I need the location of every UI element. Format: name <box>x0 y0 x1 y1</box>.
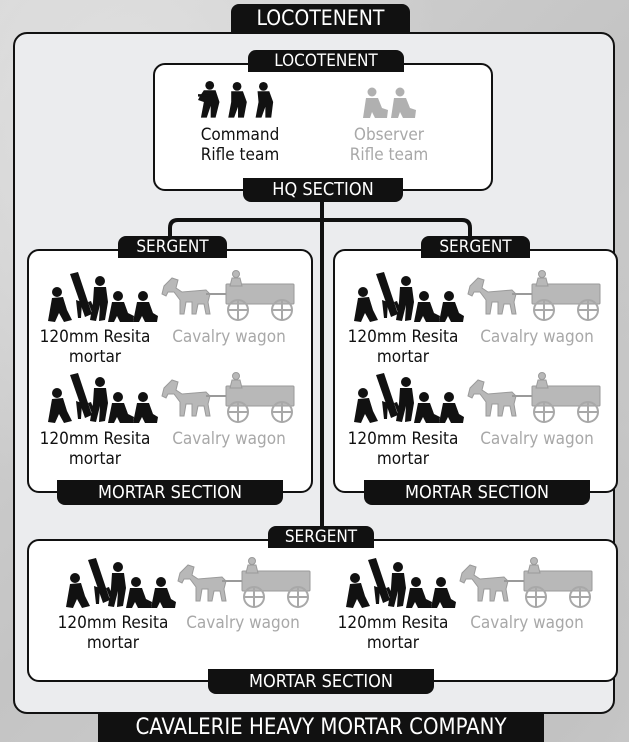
cavalry-wagon-label: Cavalry wagon <box>480 429 594 449</box>
mortar-label: 120mm Resita mortar <box>337 613 449 653</box>
cavalry-wagon-icon <box>466 270 604 322</box>
mortar-icon <box>346 558 456 610</box>
cavalry-wagon-label: Cavalry wagon <box>470 613 584 633</box>
mortar-icon <box>48 373 158 425</box>
mortar-section-1-sergeant-tab: SERGENT <box>118 236 227 258</box>
cavalry-wagon-icon <box>458 557 596 609</box>
mortar-icon <box>354 373 464 425</box>
mortar-section-3-sergeant-tab: SERGENT <box>268 526 374 548</box>
company-commander-tab: LOCOTENENT <box>231 4 410 34</box>
mortar-label: 120mm Resita mortar <box>39 327 151 367</box>
observer-rifle-team-icon <box>362 86 418 120</box>
mortar-label: 120mm Resita mortar <box>39 429 151 469</box>
observer-rifle-team-label: Observer Rifle team <box>349 125 429 165</box>
company-name-tab: CAVALERIE HEAVY MORTAR COMPANY <box>98 713 544 742</box>
hq-section-box <box>153 63 493 191</box>
cavalry-wagon-icon <box>160 270 298 322</box>
cavalry-wagon-label: Cavalry wagon <box>172 327 286 347</box>
command-rifle-team-icon <box>198 80 280 120</box>
cavalry-wagon-icon <box>466 372 604 424</box>
mortar-icon <box>48 272 158 324</box>
mortar-section-2-sergeant-tab: SERGENT <box>421 236 530 258</box>
cavalry-wagon-icon <box>160 372 298 424</box>
mortar-icon <box>66 558 176 610</box>
mortar-section-2-tab: MORTAR SECTION <box>364 480 590 505</box>
mortar-section-3-tab: MORTAR SECTION <box>208 669 434 694</box>
mortar-label: 120mm Resita mortar <box>57 613 169 653</box>
cavalry-wagon-icon <box>176 557 314 609</box>
hq-commander-tab: LOCOTENENT <box>248 50 404 72</box>
mortar-label: 120mm Resita mortar <box>347 327 459 367</box>
mortar-icon <box>354 272 464 324</box>
cavalry-wagon-label: Cavalry wagon <box>186 613 300 633</box>
hq-section-tab: HQ SECTION <box>243 178 403 202</box>
mortar-label: 120mm Resita mortar <box>347 429 459 469</box>
command-rifle-team-label: Command Rifle team <box>200 125 280 165</box>
cavalry-wagon-label: Cavalry wagon <box>172 429 286 449</box>
cavalry-wagon-label: Cavalry wagon <box>480 327 594 347</box>
mortar-section-1-tab: MORTAR SECTION <box>57 480 283 505</box>
